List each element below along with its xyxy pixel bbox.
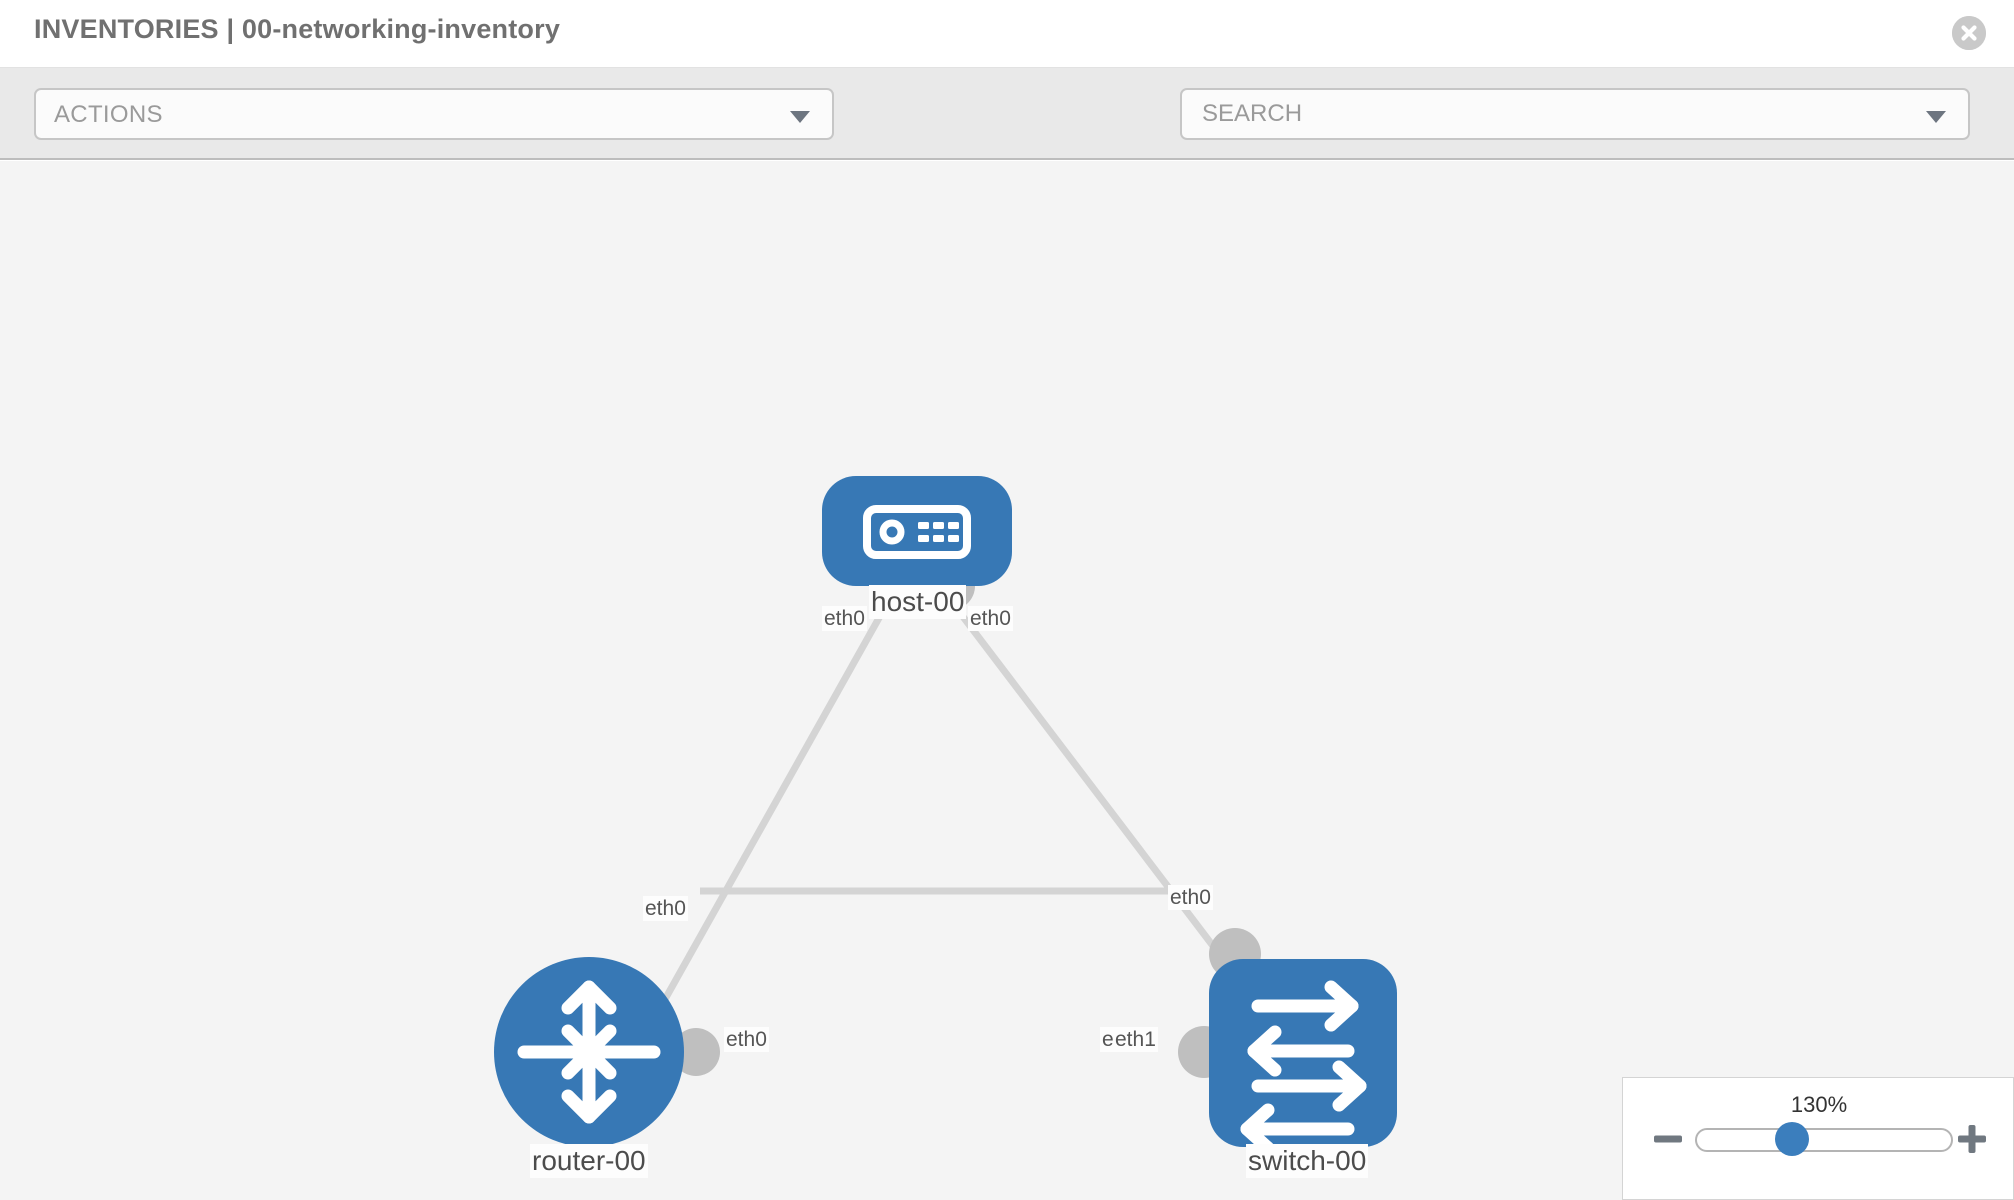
node-router-00[interactable] [494, 957, 684, 1147]
chevron-down-icon [790, 111, 810, 123]
if-label-host00-left: eth0 [822, 606, 867, 631]
if-label-switch00-left: eth1 [1113, 1027, 1158, 1052]
topology-graph [494, 476, 1397, 1155]
topology-canvas[interactable]: host-00 router-00 switch-00 eth0 eth0 et… [0, 161, 2014, 1200]
if-label-router00-right: eth0 [724, 1027, 769, 1052]
router-arrows-icon [517, 980, 661, 1124]
search-box[interactable] [1180, 88, 1970, 140]
node-switch-00[interactable] [1209, 959, 1397, 1155]
node-label-switch-00: switch-00 [1246, 1144, 1369, 1178]
link-host00-router00 [646, 591, 897, 1028]
close-icon[interactable] [1952, 16, 1986, 50]
zoom-control: 130% [1622, 1077, 2014, 1200]
node-label-host-00: host-00 [869, 585, 967, 619]
plus-icon[interactable] [1955, 1122, 1989, 1156]
chevron-down-icon[interactable] [1926, 111, 1946, 123]
connector-router00-right [672, 1028, 720, 1076]
minus-icon[interactable] [1651, 1122, 1685, 1156]
actions-dropdown-label: ACTIONS [54, 101, 163, 128]
if-label-switch00-up: eth0 [1168, 885, 1213, 910]
zoom-level-label: 130% [1790, 1092, 1848, 1117]
node-host-00[interactable] [822, 476, 1012, 586]
switch-arrows-icon [1240, 980, 1367, 1155]
actions-dropdown[interactable]: ACTIONS [34, 88, 834, 140]
zoom-slider-track[interactable] [1695, 1128, 1953, 1152]
link-host00-switch00 [942, 590, 1235, 974]
zoom-slider-thumb[interactable] [1775, 1122, 1809, 1156]
topology-links [646, 590, 1235, 1028]
server-icon [863, 505, 971, 559]
if-label-host00-right: eth0 [968, 606, 1013, 631]
page-title: INVENTORIES | 00-networking-inventory [34, 14, 561, 44]
topology-connectors [672, 562, 1261, 1078]
search-input[interactable] [1200, 90, 1900, 138]
page-header: INVENTORIES | 00-networking-inventory [0, 0, 2014, 68]
toolbar: ACTIONS [0, 68, 2014, 204]
node-label-router-00: router-00 [530, 1144, 648, 1178]
if-label-router00-up: eth0 [643, 896, 688, 921]
